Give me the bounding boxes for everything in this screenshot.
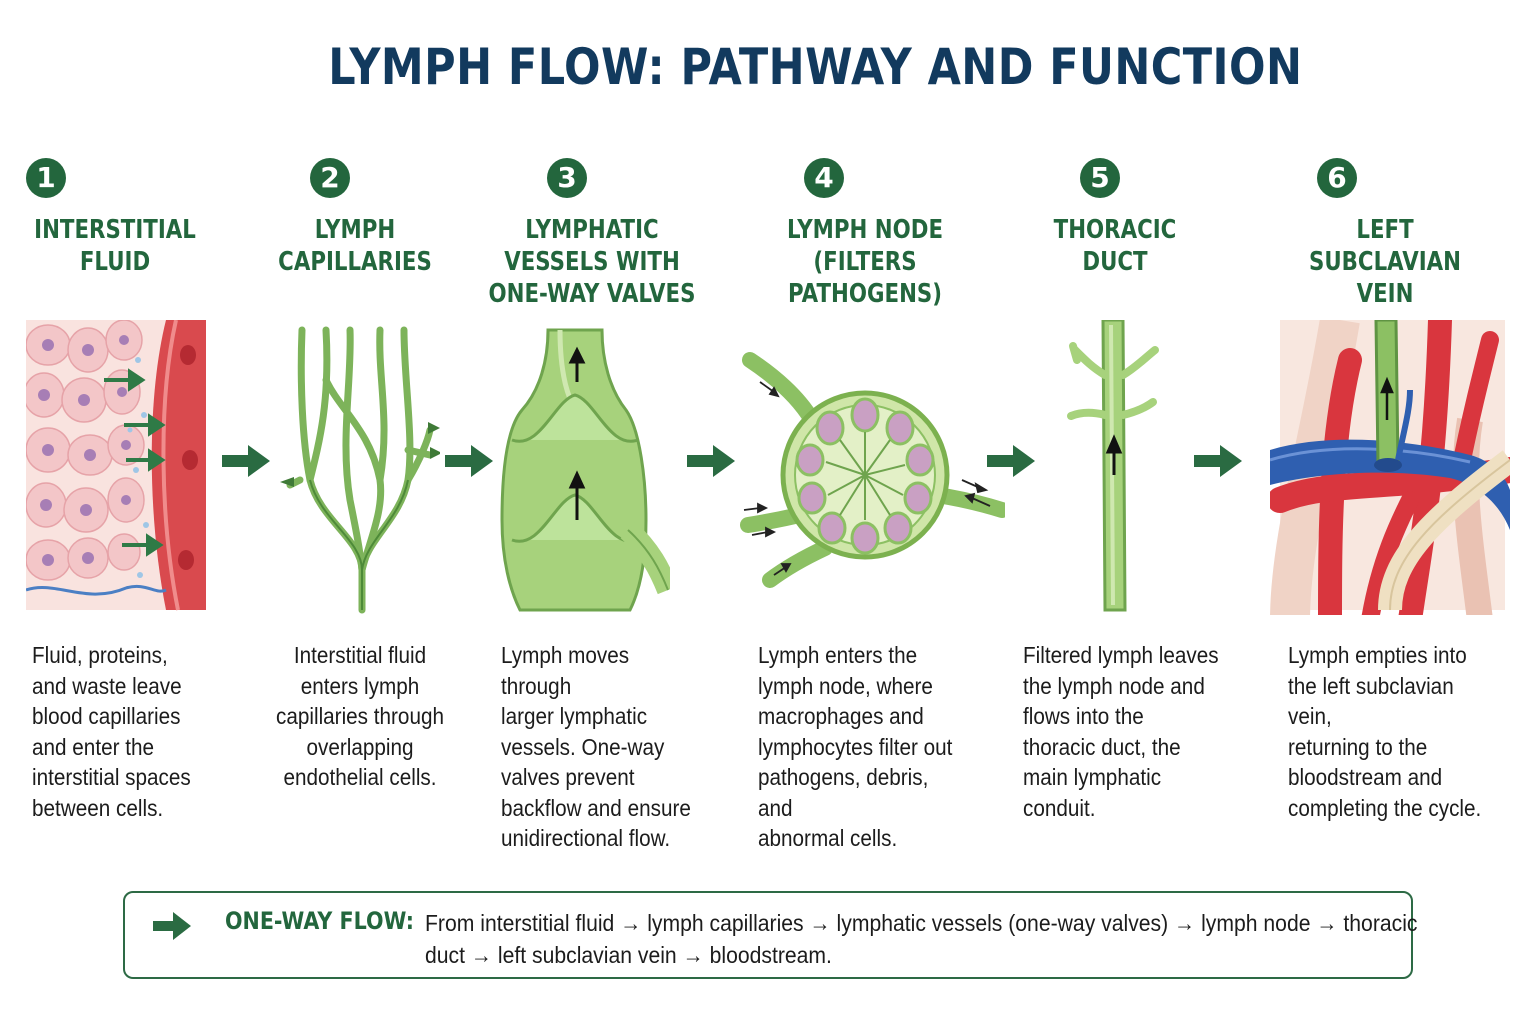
flow-arrow-icon (687, 445, 735, 477)
stage-description: Lymph empties into the left subclavian v… (1288, 642, 1482, 821)
stage-description: Filtered lymph leaves the lymph node and… (1023, 642, 1219, 821)
lymphatic-vessel-illustration (500, 328, 670, 612)
one-way-flow-summary: ONE-WAY FLOW: From interstitial fluid → … (123, 891, 1418, 979)
stage-heading: THORACIC DUCT (1053, 215, 1177, 277)
flow-arrow-icon (222, 445, 270, 477)
stage-description: Lymph enters the lymph node, where macro… (758, 642, 953, 851)
page-title: LYMPH FLOW: PATHWAY AND FUNCTION (328, 38, 1303, 96)
summary-text: From interstitial fluid → lymph capillar… (425, 910, 1418, 968)
step-number-badge: 6 (1317, 158, 1357, 198)
step-number-badge: 3 (547, 158, 587, 198)
flow-arrow-icon (1194, 445, 1242, 477)
summary-label: ONE-WAY FLOW: (225, 907, 414, 935)
step-number-badge: 2 (310, 158, 350, 198)
stage-description: Interstitial fluid enters lymph capillar… (275, 642, 444, 790)
stage-thoracic-duct: 5 THORACIC DUCT Filtered lymph leaves th… (1000, 0, 1240, 1024)
stage-description: Fluid, proteins, and waste leave blood c… (32, 642, 191, 821)
step-number-badge: 5 (1080, 158, 1120, 198)
stage-lymphatic-vessels: 3 LYMPHATIC VESSELS WITH ONE-WAY VALVES … (480, 0, 720, 1024)
thoracic-duct-illustration (1067, 320, 1159, 612)
stage-lymph-node: 4 LYMPH NODE (FILTERS PATHOGENS) (740, 0, 1005, 1024)
summary-arrow-icon (153, 912, 191, 940)
stage-heading: LYMPH NODE (FILTERS PATHOGENS) (786, 215, 944, 309)
subclavian-vein-illustration (1270, 320, 1510, 615)
interstitial-fluid-illustration (26, 320, 206, 611)
stage-heading: INTERSTITIAL FLUID (34, 215, 196, 277)
lymph-capillaries-illustration (280, 326, 440, 614)
step-number-badge: 1 (26, 158, 66, 198)
stage-left-subclavian-vein: 6 LEFT SUBCLAVIAN VEIN Lymph empties int… (1270, 0, 1510, 1024)
flow-arrow-icon (445, 445, 493, 477)
flow-arrow-icon (987, 445, 1035, 477)
stage-heading: LYMPH CAPILLARIES (278, 215, 432, 277)
step-number-badge: 4 (804, 158, 844, 198)
stage-lymph-capillaries: 2 LYMPH CAPILLARIES Interstitial fluid e… (240, 0, 480, 1024)
stage-heading: LYMPHATIC VESSELS WITH ONE-WAY VALVES (488, 215, 696, 309)
stage-heading: LEFT SUBCLAVIAN VEIN (1309, 215, 1461, 309)
lymph-node-illustration (740, 352, 1005, 588)
stage-description: Lymph moves through larger lymphatic ves… (501, 642, 691, 851)
stage-interstitial-fluid: 1 INTERSTITIAL FLUID (0, 0, 240, 1024)
